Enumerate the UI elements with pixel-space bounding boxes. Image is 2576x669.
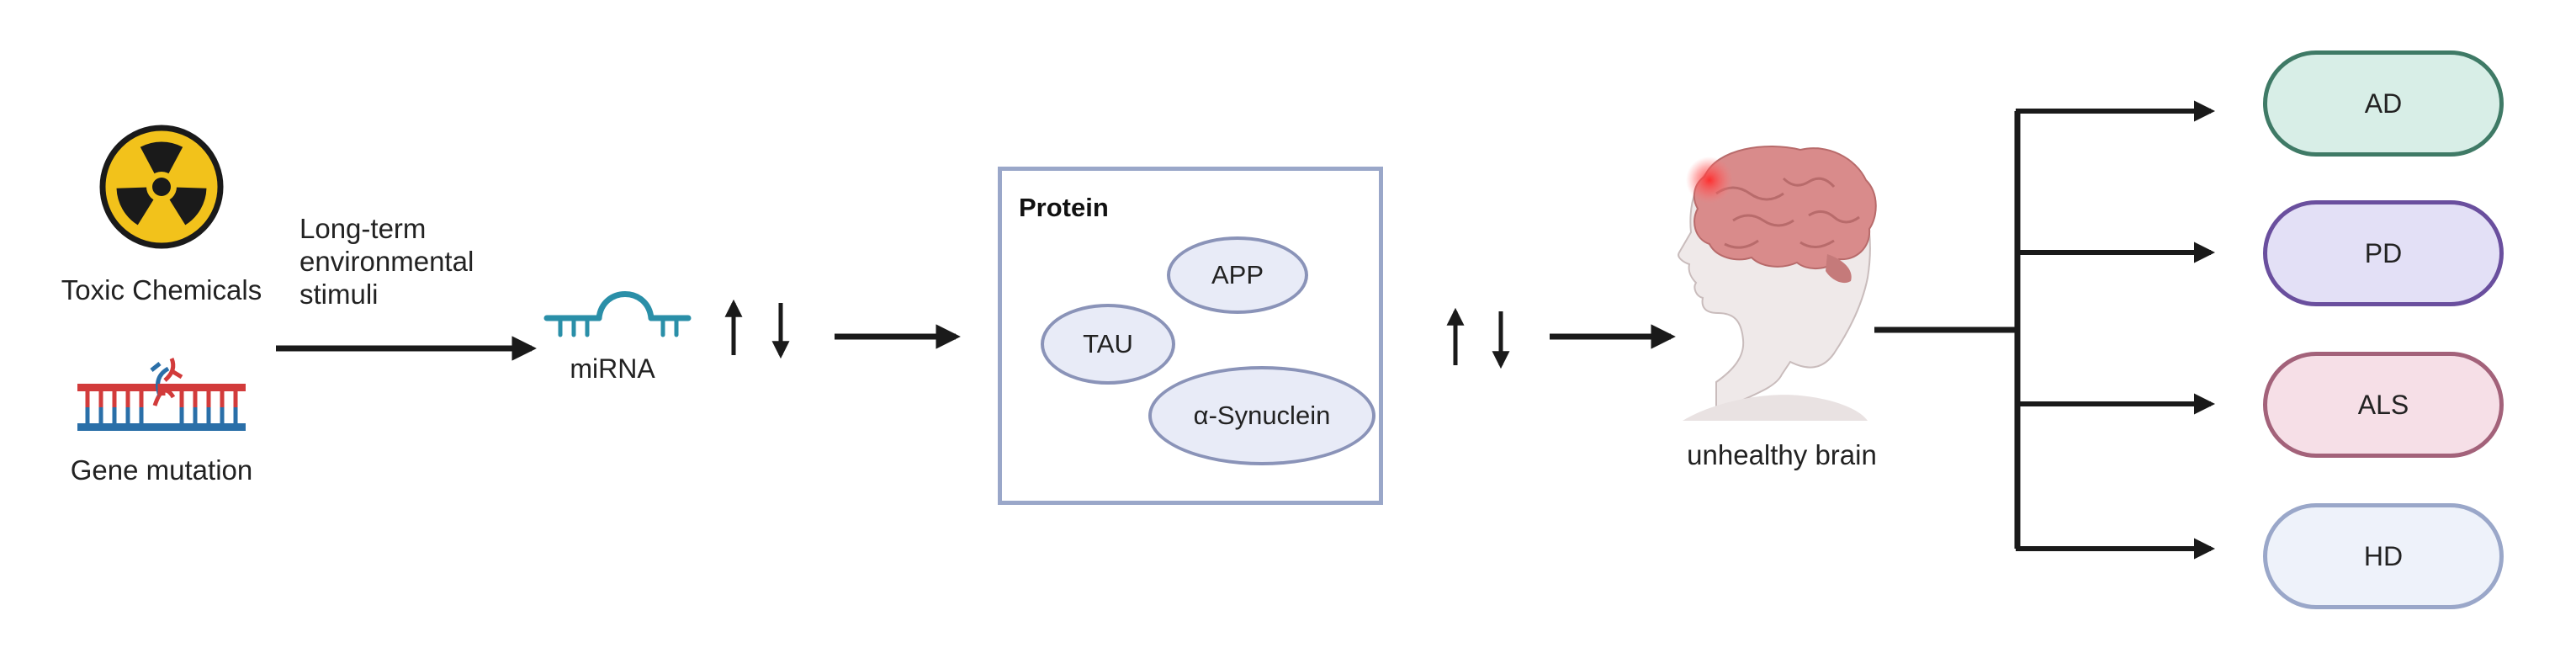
toxic-chemicals-label: Toxic Chemicals bbox=[61, 274, 262, 305]
disease-pd: PD bbox=[2263, 200, 2504, 306]
disease-branch-connector bbox=[1874, 111, 2021, 549]
human-head-brain-icon bbox=[1678, 146, 1877, 421]
disease-als: ALS bbox=[2263, 352, 2504, 458]
protein-tau: TAU bbox=[1041, 304, 1175, 385]
protein-title: Protein bbox=[1019, 193, 1109, 222]
disease-ad: AD bbox=[2263, 50, 2504, 157]
stimuli-line-2: environmental bbox=[299, 246, 474, 277]
gene-mutation-label: Gene mutation bbox=[70, 454, 253, 486]
mirna-label: miRNA bbox=[570, 353, 655, 384]
dna-mutation-icon bbox=[77, 358, 246, 431]
mirna-hairpin-icon bbox=[543, 291, 692, 337]
protein-app: APP bbox=[1167, 236, 1308, 314]
unhealthy-brain-label: unhealthy brain bbox=[1687, 439, 1877, 470]
protein-alpha-synuclein: α-Synuclein bbox=[1148, 366, 1375, 465]
radiation-hazard-icon bbox=[99, 125, 224, 249]
stimuli-line-1: Long-term bbox=[299, 213, 427, 244]
stimuli-label: Long-term environmental stimuli bbox=[299, 212, 552, 311]
disease-hd: HD bbox=[2263, 503, 2504, 609]
protein-box: Protein APP TAU α-Synuclein bbox=[998, 167, 1383, 505]
stimuli-line-3: stimuli bbox=[299, 279, 379, 310]
